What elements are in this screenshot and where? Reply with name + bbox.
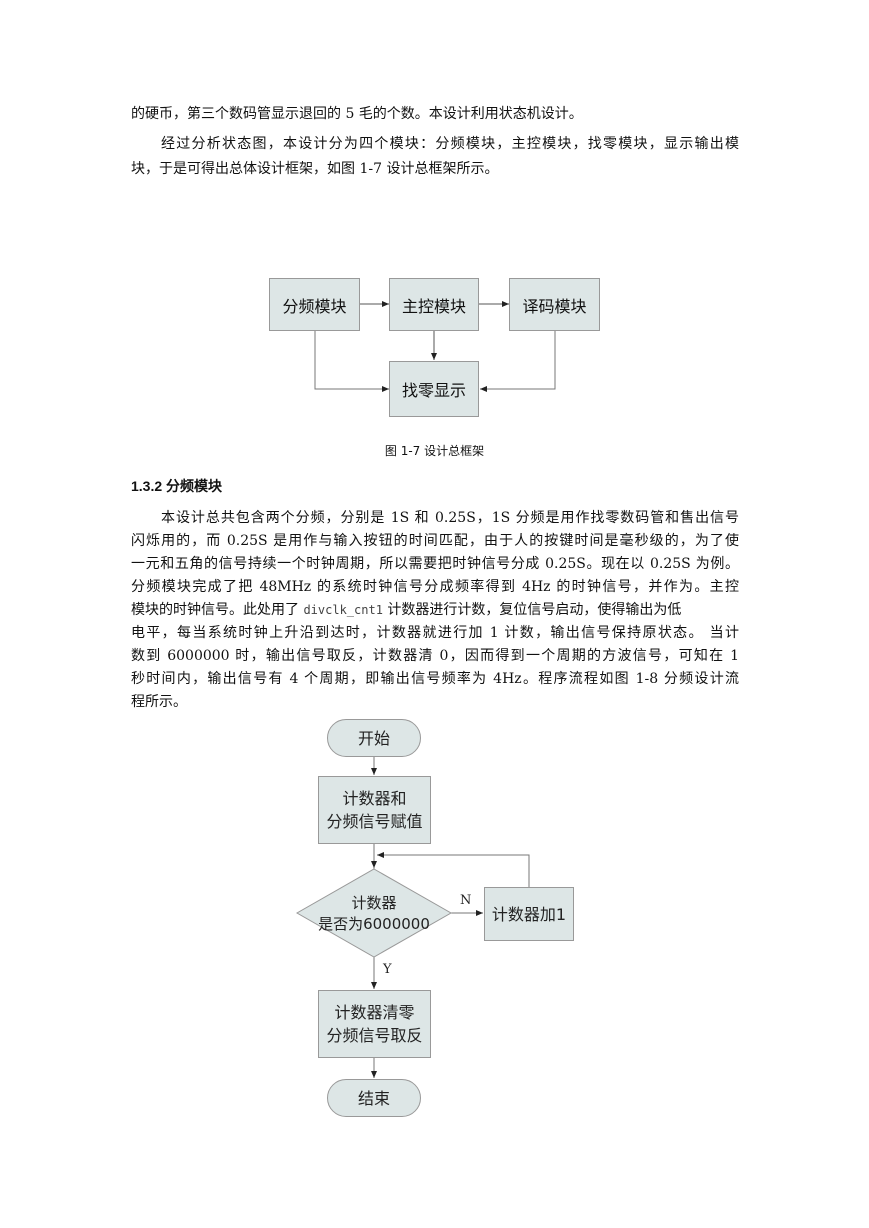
paragraph-line: 的硬币，第三个数码管显示退回的 5 毛的个数。本设计利用状态机设计。 [131,106,583,122]
body-line: 本设计总共包含两个分频，分别是 1S 和 0.25S，1S 分频是用作找零数码管… [161,510,739,526]
body-line: 电平，每当系统时钟上升沿到达时，计数器就进行加 1 计数，输出信号保持原状态。 … [131,625,739,641]
paragraph-line: 块，于是可得出总体设计框架，如图 1-7 设计总框架所示。 [131,161,499,177]
body-line: 数到 6000000 时，输出信号取反，计数器清 0，因而得到一个周期的方波信号… [131,648,739,664]
flow-init-line2: 分频信号赋值 [326,812,423,831]
flow-reset-line1: 计数器清零 [334,1003,415,1022]
flow-start-terminal: 开始 [327,719,421,757]
decision-diamond [295,868,453,958]
flow-increment-label: 计数器加1 [491,904,567,924]
code-identifier: divclk_cnt1 [303,603,383,617]
decision-line1: 计数器 [351,894,397,912]
flow-init-box: 计数器和 分频信号赋值 [318,776,431,844]
flow-end-label: 结束 [357,1088,390,1108]
body-line: 秒时间内，输出信号有 4 个周期，即输出信号频率为 4Hz。程序流程如图 1-8… [131,671,739,687]
yes-branch-label: Y [383,962,392,977]
flow-start-label: 开始 [357,728,390,748]
decoder-module-box: 译码模块 [509,278,600,331]
paragraph-line: 经过分析状态图，本设计分为四个模块：分频模块，主控模块，找零模块，显示输出模 [161,136,739,152]
body-text: 模块的时钟信号。此处用了 [131,602,304,618]
no-branch-label: N [460,893,472,908]
body-text: 计数器进行计数，复位信号启动，使得输出为低 [382,602,682,618]
main-control-module-box: 主控模块 [389,278,479,331]
decision-text: 计数器 是否为6000000 [297,893,451,935]
divider-module-box: 分频模块 [269,278,360,331]
flow-init-line1: 计数器和 [342,789,407,808]
body-line: 分频模块完成了把 48MHz 的系统时钟信号分成频率得到 4Hz 的时钟信号，并… [131,579,739,595]
section-heading: 1.3.2 分频模块 [131,478,223,494]
flow-increment-box: 计数器加1 [484,887,574,941]
flow-reset-box: 计数器清零 分频信号取反 [318,990,431,1058]
flow-end-terminal: 结束 [327,1079,421,1117]
body-line: 模块的时钟信号。此处用了 divclk_cnt1 计数器进行计数，复位信号启动，… [131,600,681,620]
flow-reset-line2: 分频信号取反 [326,1026,423,1045]
body-line: 程所示。 [131,694,187,710]
decision-line2: 是否为6000000 [318,915,430,933]
body-line: 一元和五角的信号持续一个时钟周期，所以需要把时钟信号分成 0.25S。现在以 0… [131,556,739,572]
figure-caption: 图 1-7 设计总框架 [384,444,485,458]
body-line: 闪烁用的，而 0.25S 是用作与输入按钮的时间匹配，由于人的按键时间是毫秒级的… [131,533,739,549]
change-display-box: 找零显示 [389,361,479,417]
